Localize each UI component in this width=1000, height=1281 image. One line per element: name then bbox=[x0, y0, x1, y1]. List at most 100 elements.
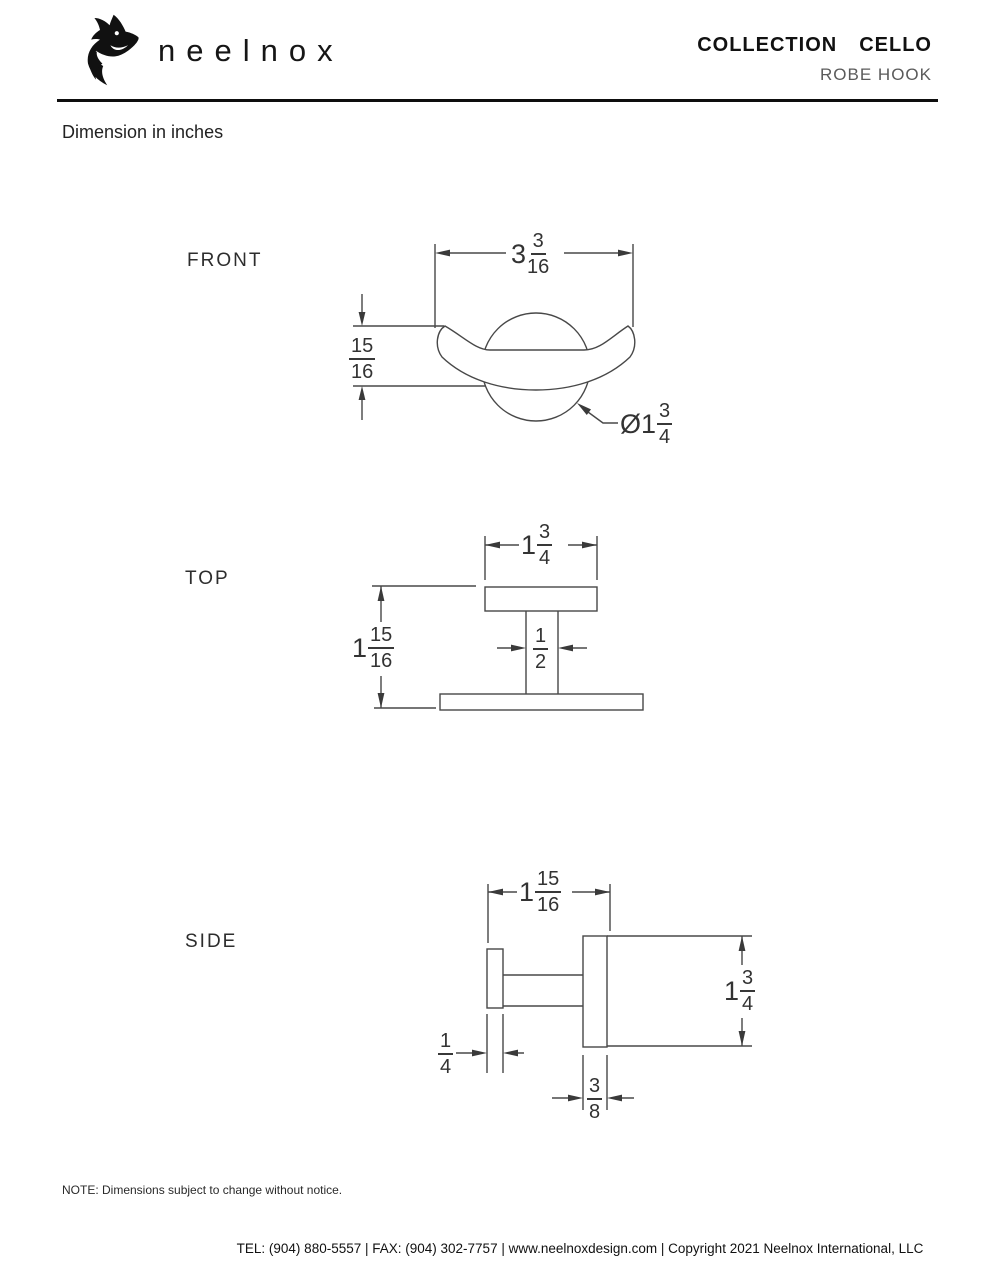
dim-denominator: 8 bbox=[589, 1101, 601, 1123]
dim-fraction: 3 8 bbox=[587, 1076, 603, 1123]
dim-whole: 1 bbox=[641, 408, 657, 439]
header-right: COLLECTION CELLO ROBE HOOK bbox=[500, 34, 932, 85]
dim-top-depth: 1 15 16 bbox=[352, 625, 395, 672]
dim-fraction: 15 16 bbox=[349, 336, 376, 383]
arrowhead bbox=[435, 249, 450, 257]
dimension-line bbox=[484, 536, 598, 580]
dim-fraction: 1 4 bbox=[438, 1031, 454, 1078]
dim-fraction: 15 16 bbox=[535, 869, 562, 916]
side-view-drawing bbox=[456, 884, 752, 1110]
arrowhead bbox=[595, 888, 610, 896]
arrowhead bbox=[738, 1031, 746, 1046]
dim-whole: 1 bbox=[521, 529, 537, 560]
front-view-label: FRONT bbox=[187, 250, 263, 271]
dim-numerator: 3 bbox=[537, 522, 553, 546]
dimension-line bbox=[487, 884, 611, 943]
arrowhead bbox=[377, 693, 385, 708]
arrowhead bbox=[577, 403, 591, 415]
side-backplate bbox=[582, 935, 608, 1048]
dim-fraction: 15 16 bbox=[368, 625, 395, 672]
side-stem-lines bbox=[503, 974, 583, 1007]
top-view-label: TOP bbox=[185, 568, 230, 589]
product-name: ROBE HOOK bbox=[820, 65, 932, 84]
disclaimer-note: NOTE: Dimensions subject to change witho… bbox=[62, 1183, 343, 1197]
dim-side-tip-thickness: 1 4 bbox=[437, 1031, 454, 1078]
dim-fraction: 1 2 bbox=[533, 626, 549, 673]
dim-numerator: 1 bbox=[533, 626, 549, 650]
arrowhead bbox=[472, 1049, 487, 1057]
horse-logo-icon bbox=[87, 14, 139, 86]
dim-side-height: 1 3 4 bbox=[724, 968, 756, 1015]
arrowhead bbox=[358, 312, 366, 326]
dim-denominator: 16 bbox=[527, 256, 550, 278]
dim-denominator: 16 bbox=[537, 894, 560, 916]
dim-whole: 1 bbox=[519, 876, 535, 907]
dimension-line bbox=[607, 935, 752, 1047]
dim-fraction: 3 4 bbox=[537, 522, 553, 569]
collection-name: CELLO bbox=[859, 34, 932, 56]
dim-denominator: 16 bbox=[351, 361, 374, 383]
dim-front-height: 15 16 bbox=[348, 336, 376, 383]
arrowhead bbox=[503, 1049, 518, 1057]
dim-side-depth: 1 15 16 bbox=[519, 869, 562, 916]
arrowhead bbox=[607, 1094, 622, 1102]
side-hook-tip bbox=[486, 948, 504, 1009]
dim-fraction: 3 4 bbox=[657, 401, 673, 448]
arrowhead bbox=[582, 541, 597, 549]
top-hook-head bbox=[484, 586, 598, 612]
dim-numerator: 3 bbox=[740, 968, 756, 992]
dim-front-width: 3 3 16 bbox=[511, 231, 549, 277]
arrowhead bbox=[488, 888, 503, 896]
dim-denominator: 4 bbox=[659, 426, 671, 448]
dimension-line bbox=[353, 294, 486, 420]
dim-denominator: 16 bbox=[370, 650, 393, 672]
arrowhead bbox=[485, 541, 500, 549]
dimension-units-note: Dimension in inches bbox=[62, 122, 224, 142]
dimension-line bbox=[552, 1055, 634, 1110]
dim-numerator: 15 bbox=[368, 625, 395, 649]
diameter-leader-line bbox=[587, 411, 618, 424]
dim-top-stem-width: 1 2 bbox=[532, 626, 549, 673]
footer-contact-line: TEL: (904) 880-5557 | FAX: (904) 302-775… bbox=[236, 1241, 924, 1256]
dim-numerator: 15 bbox=[535, 869, 562, 893]
dimension-line bbox=[372, 585, 476, 709]
arrowhead bbox=[558, 644, 573, 652]
arrowhead bbox=[568, 1094, 583, 1102]
dim-side-plate-thickness: 3 8 bbox=[586, 1076, 603, 1123]
front-view-drawing bbox=[353, 244, 636, 424]
dim-numerator: 3 bbox=[587, 1076, 603, 1100]
brand-name: neelnox bbox=[158, 33, 344, 68]
dim-denominator: 4 bbox=[742, 993, 754, 1015]
dim-denominator: 2 bbox=[535, 651, 547, 673]
dimension-line bbox=[434, 244, 634, 328]
top-backplate bbox=[439, 693, 644, 711]
arrowhead bbox=[738, 936, 746, 951]
dim-top-width: 1 3 4 bbox=[521, 522, 553, 569]
dim-whole: 1 bbox=[352, 632, 368, 663]
dim-numerator: 3 bbox=[530, 231, 546, 255]
dim-numerator: 1 bbox=[438, 1031, 454, 1055]
collection-title: COLLECTION CELLO bbox=[500, 34, 932, 57]
dim-front-diameter: Ø 1 3 4 bbox=[620, 401, 673, 448]
arrowhead bbox=[618, 249, 633, 257]
collection-label: COLLECTION bbox=[697, 34, 838, 56]
front-hook-outline bbox=[436, 325, 636, 391]
arrowhead bbox=[377, 586, 385, 601]
top-stem-lines bbox=[525, 611, 559, 694]
dim-numerator: 3 bbox=[657, 401, 673, 425]
dim-whole: 1 bbox=[724, 975, 740, 1006]
dim-numerator: 15 bbox=[349, 336, 376, 360]
dimension-line bbox=[456, 1014, 524, 1073]
dim-fraction: 3 16 bbox=[527, 231, 549, 277]
top-view-drawing bbox=[372, 536, 644, 711]
header-divider bbox=[57, 99, 938, 102]
arrowhead bbox=[358, 386, 366, 400]
dim-fraction: 3 4 bbox=[740, 968, 756, 1015]
dim-denominator: 4 bbox=[539, 547, 551, 569]
side-view-label: SIDE bbox=[185, 931, 238, 952]
diameter-symbol: Ø bbox=[620, 408, 642, 439]
dim-denominator: 4 bbox=[440, 1056, 452, 1078]
dim-whole: 3 bbox=[511, 238, 527, 269]
